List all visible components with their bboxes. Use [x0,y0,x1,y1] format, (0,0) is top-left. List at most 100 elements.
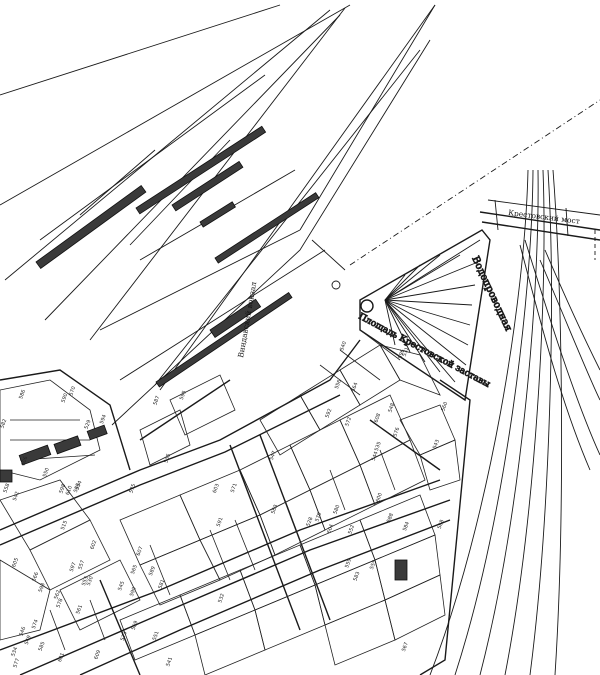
plot-number: 529 [84,419,93,430]
building-c [86,424,108,441]
plot-number: 559 [344,558,353,569]
plot-number: 599 [129,586,138,597]
plot-number: 561 [75,604,84,615]
plot-number: 596 [397,349,406,360]
plot-number: 552 [347,524,356,535]
plot-numbers: 5155365355345335325315305295285405415425… [0,341,449,669]
plot-number: 554 [75,480,84,491]
plot-number: 587 [152,395,161,406]
plot-number: 583 [353,571,362,582]
building-d [394,559,408,581]
plot-number: 598 [58,483,67,494]
plot-number: 530 [86,576,95,587]
plot-number: 543 [432,439,441,450]
plot-number: 551 [152,630,161,641]
plot-number: 581 [158,579,167,590]
plot-number: 582 [0,418,8,429]
boundary-line [349,99,600,266]
plot-number: 555 [369,559,378,570]
street-label: Водопроводная [469,255,513,333]
plot-number: 563 [270,504,279,515]
city-streets [0,339,471,675]
plot-number: 600 [375,492,384,503]
plot-number: 515 [60,520,69,531]
plot-number: 544 [371,451,380,462]
station-building [209,298,262,339]
plot-number: 565 [130,564,139,575]
property-plots [0,329,461,675]
plot-number: 545 [117,581,126,592]
plot-number: 602 [89,539,98,550]
plot-number: 546 [18,626,27,637]
plot-number: 540 [339,341,348,352]
plot-number: 606 [20,456,29,467]
plot-number: 534 [10,646,19,657]
plot-number: 533 [73,482,82,493]
main-railway [429,169,600,675]
platform-5 [214,192,320,264]
plot-number: 603 [212,483,221,494]
plot-number: 574 [31,619,40,630]
plot-number: 560 [440,401,449,412]
platform-3 [171,160,244,212]
plot-number: 601 [57,652,66,663]
plot-number: 557 [77,560,86,571]
plot-number: 541 [165,656,174,667]
plot-number: 556 [334,379,343,390]
plot-number: 586 [18,389,27,400]
plot-number: 553 [81,576,90,587]
plot-number: 566 [31,571,40,582]
plot-number: 531 [402,346,411,357]
plot-number: 536 [163,453,172,464]
plot-number: 528 [306,516,315,527]
plot-number: 608 [373,413,382,424]
plot-number: 585 [38,641,47,652]
square-label: Площадь Крестовской заставы [357,312,492,390]
platform-4 [199,201,236,228]
plot-number: 595 [179,390,188,401]
platform-2 [135,125,267,215]
plot-number: 535 [374,441,383,452]
plot-number: 597 [69,562,78,573]
krestovsky-bridge: Крестовский мост [479,199,600,241]
plot-number: 607 [136,546,145,557]
station-platforms [35,125,320,388]
plot-number: 576 [392,427,401,438]
plot-number: 569 [131,620,140,631]
plot-number: 567 [401,641,410,652]
plot-number: 605 [11,557,20,568]
plot-number: 575 [128,483,137,494]
plot-number: 609 [93,649,102,660]
plot-number: 610 [65,485,74,496]
plot-number: 588 [386,512,395,523]
plot-number: 573 [120,631,129,642]
plot-number: 591 [216,517,225,528]
building-e [0,469,13,483]
platform-1 [35,185,147,270]
plot-number: 568 [437,519,446,530]
plot-number: 584 [402,521,411,532]
plot-number: 532 [217,593,226,604]
plot-number: 571 [230,483,239,494]
building-a [18,444,52,466]
station-railway-tracks [0,4,436,426]
plot-number: 590 [60,393,69,404]
building-b [53,435,82,455]
plot-number: 542 [12,491,21,502]
plot-number: 558 [2,483,11,494]
plot-number: 593 [38,582,47,593]
plot-number: 570 [68,386,77,397]
plot-number: 589 [148,566,157,577]
plot-number: 547 [269,450,278,461]
plot-number: 548 [387,402,396,413]
plot-number: 564 [351,382,360,393]
plot-number: 562 [53,589,62,600]
plot-number: 580 [333,504,342,515]
plot-number: 550 [42,467,51,478]
platform-6 [155,291,293,388]
plot-number: 579 [314,512,323,523]
plot-number: 577 [12,658,21,669]
plot-number: 604 [326,523,335,534]
city-buildings [0,424,408,581]
